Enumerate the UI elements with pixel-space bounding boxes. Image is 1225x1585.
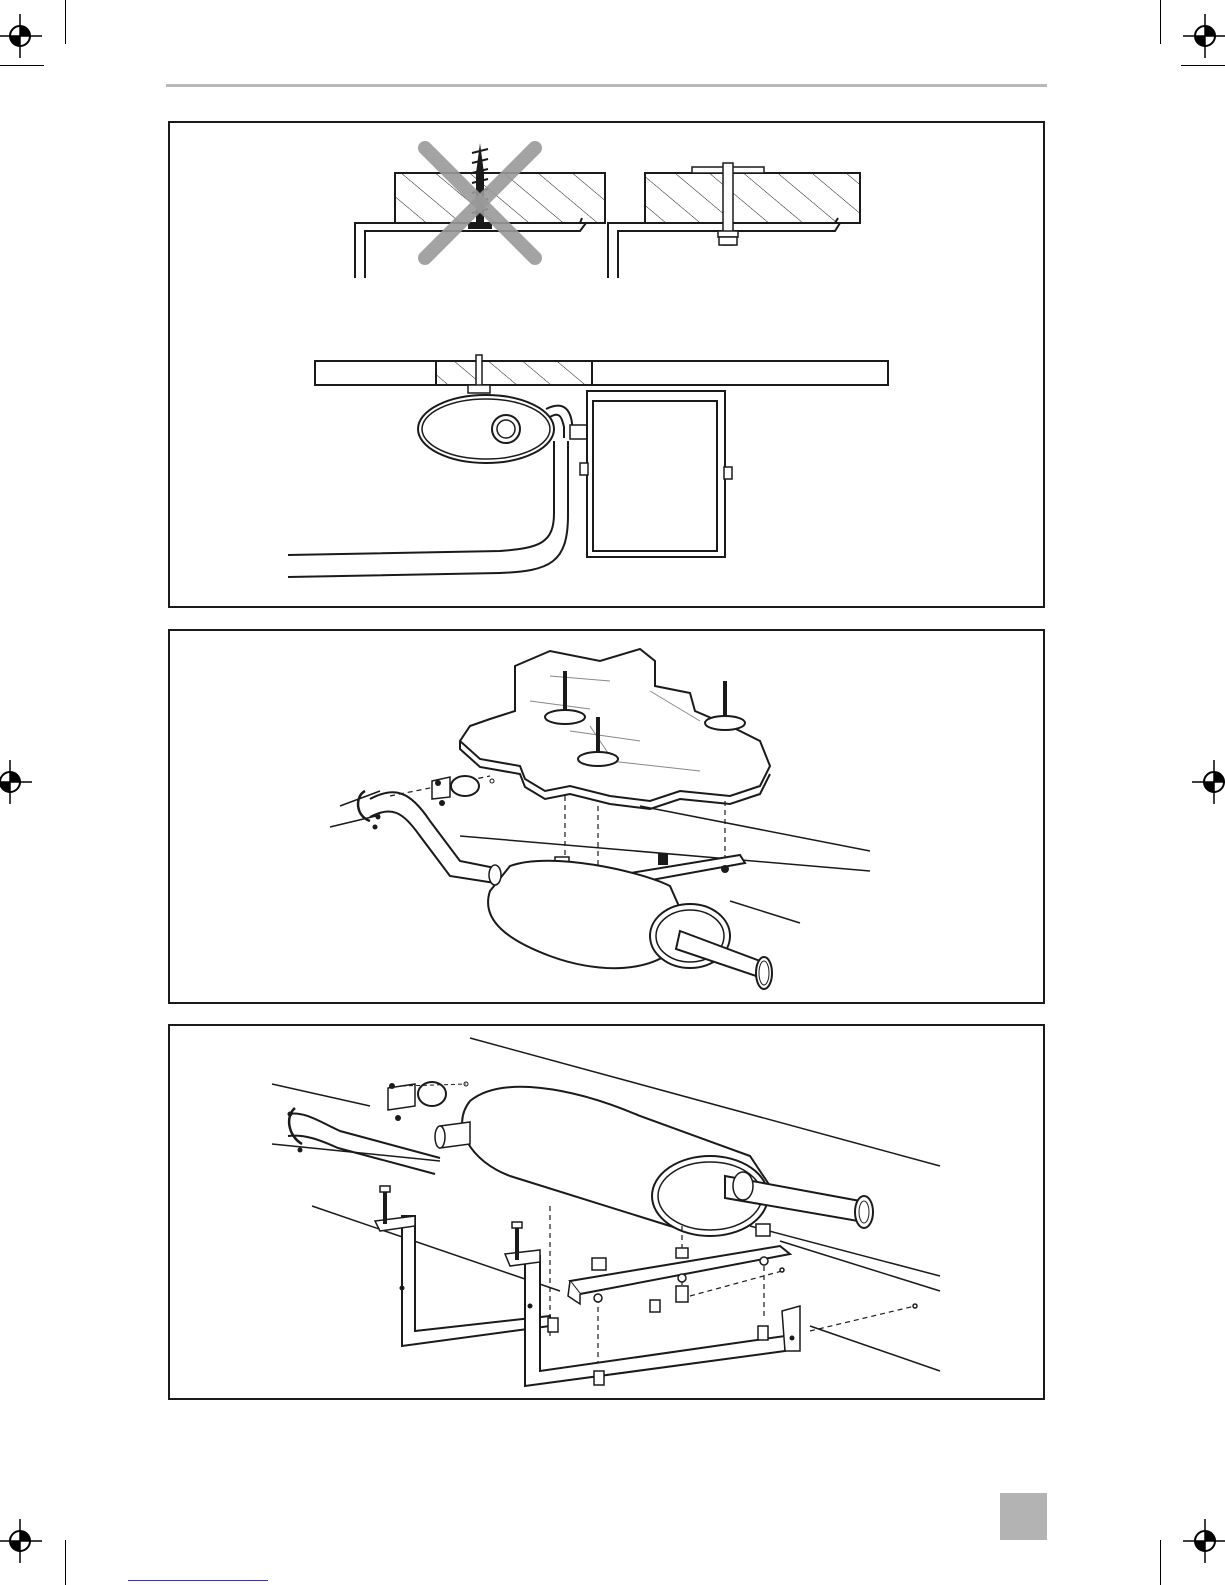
crop-line <box>0 65 44 66</box>
crop-line <box>1160 1540 1161 1585</box>
registration-mark-icon <box>0 1519 42 1563</box>
rubber-hanger <box>432 776 494 806</box>
l-bracket-left <box>375 1186 550 1346</box>
registration-mark-icon <box>1192 760 1225 804</box>
header-rule <box>166 84 1047 87</box>
page-number-tab <box>1000 1493 1047 1540</box>
crop-line <box>65 1540 66 1585</box>
muffler-side-view <box>418 395 590 463</box>
fasteners <box>548 1224 917 1385</box>
figure-mounting-detail <box>168 121 1045 608</box>
inlet-pipe <box>288 1108 441 1174</box>
figure-muffler-floor-mount <box>168 629 1045 1004</box>
heater-unit <box>580 391 732 557</box>
registration-mark-icon <box>0 760 32 804</box>
crop-line <box>1181 65 1225 66</box>
muffler <box>435 1087 873 1236</box>
exhaust-pipe <box>288 441 568 577</box>
rubber-hanger <box>388 1082 468 1121</box>
floor-section <box>315 355 888 393</box>
crop-line <box>1160 0 1161 44</box>
registration-mark-icon <box>0 14 42 58</box>
correct-mounting-detail <box>608 163 860 278</box>
registration-mark-icon <box>1183 14 1225 58</box>
crop-line <box>65 0 66 44</box>
muffler <box>488 861 772 989</box>
footer-underline <box>128 1580 268 1582</box>
figure-muffler-bracket-mount <box>168 1024 1045 1400</box>
registration-mark-icon <box>1183 1519 1225 1563</box>
